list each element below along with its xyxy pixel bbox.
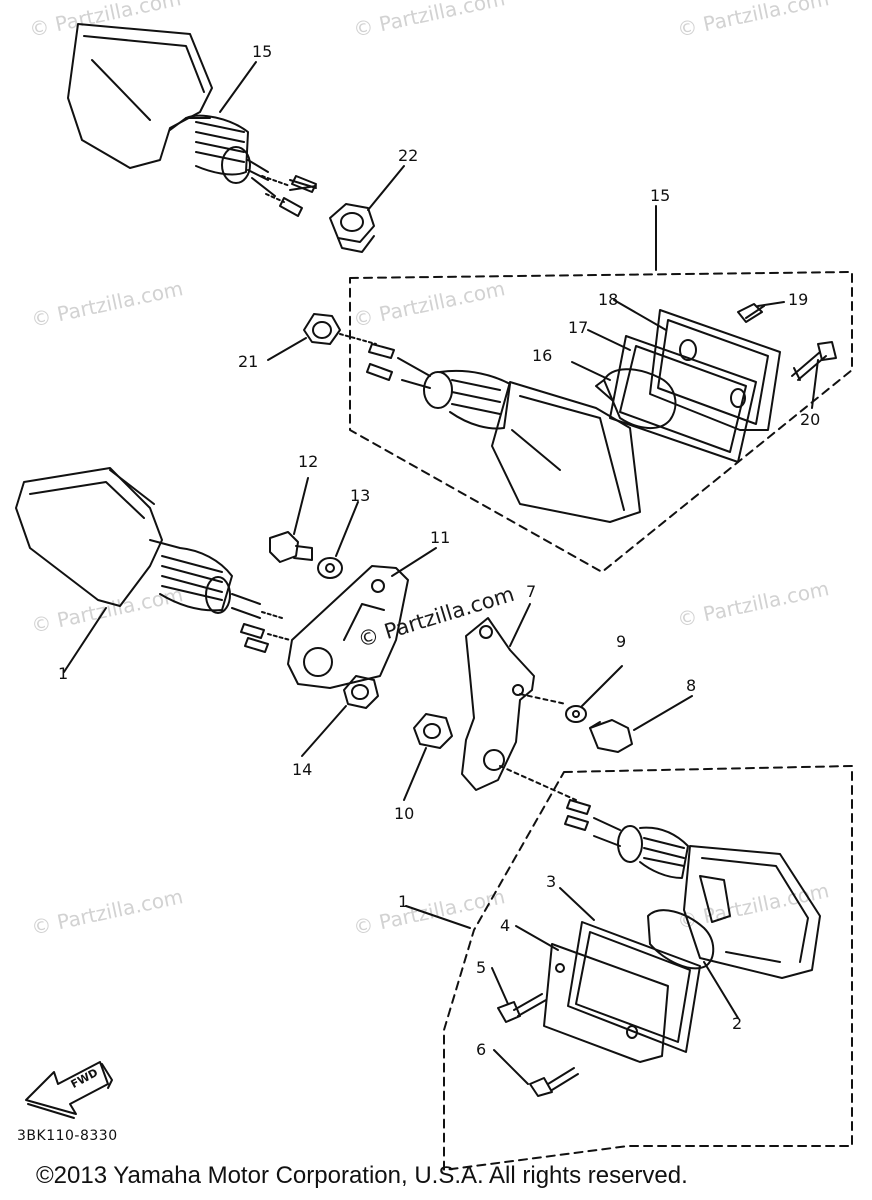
- callout-9: 9: [616, 632, 627, 651]
- bracket-7: [461, 617, 535, 791]
- copyright-text: ©2013 Yamaha Motor Corporation, U.S.A. A…: [36, 1162, 688, 1189]
- washer-13: [317, 557, 343, 579]
- lens-18: [649, 309, 781, 431]
- washer-9: [565, 705, 587, 723]
- gasket-17: [609, 335, 757, 463]
- group-box-15: [349, 271, 853, 573]
- callout-12: 12: [298, 452, 319, 471]
- screw-19: [737, 301, 785, 323]
- turn-signal-left: [15, 467, 291, 653]
- callout-6: 6: [476, 1040, 487, 1059]
- diagram-code: 3BK110-8330: [17, 1128, 118, 1144]
- callout-10: 10: [394, 804, 415, 823]
- callout-21: 21: [238, 352, 259, 371]
- group-box-1: [443, 765, 853, 1171]
- callout-5: 5: [476, 958, 487, 977]
- turn-signal-bottom-right: [564, 799, 821, 979]
- callout-15-top-left: 15: [252, 42, 273, 61]
- callout-13: 13: [350, 486, 371, 505]
- callout-15-group: 15: [650, 186, 671, 205]
- turn-signal-right: [366, 343, 641, 523]
- callout-8: 8: [686, 676, 697, 695]
- callout-20: 20: [800, 410, 821, 429]
- callout-3: 3: [546, 872, 557, 891]
- screw-6: [529, 1067, 579, 1097]
- callout-1-left: 1: [58, 664, 69, 683]
- nut-22: [329, 203, 375, 253]
- bolt-8: [589, 719, 633, 753]
- fwd-arrow-icon: [25, 1061, 113, 1119]
- screw-20: [791, 341, 837, 381]
- bulb-2: [647, 909, 715, 970]
- callout-11: 11: [430, 528, 451, 547]
- nut-21: [303, 313, 341, 345]
- bulb-16: [595, 368, 677, 429]
- bracket-11: [287, 565, 409, 689]
- callout-17: 17: [568, 318, 589, 337]
- callout-19: 19: [788, 290, 809, 309]
- nut-10: [413, 713, 453, 749]
- callout-7: 7: [526, 582, 537, 601]
- gasket-3: [567, 921, 701, 1053]
- lens-4: [543, 943, 669, 1063]
- nut-14: [343, 675, 379, 709]
- turn-signal-top-left: [67, 23, 317, 217]
- callout-4: 4: [500, 916, 511, 935]
- callout-22: 22: [398, 146, 419, 165]
- callout-16: 16: [532, 346, 553, 365]
- callout-18: 18: [598, 290, 619, 309]
- bolt-12: [269, 531, 313, 563]
- callout-14: 14: [292, 760, 313, 779]
- callout-1-group: 1: [398, 892, 409, 911]
- callout-2: 2: [732, 1014, 743, 1033]
